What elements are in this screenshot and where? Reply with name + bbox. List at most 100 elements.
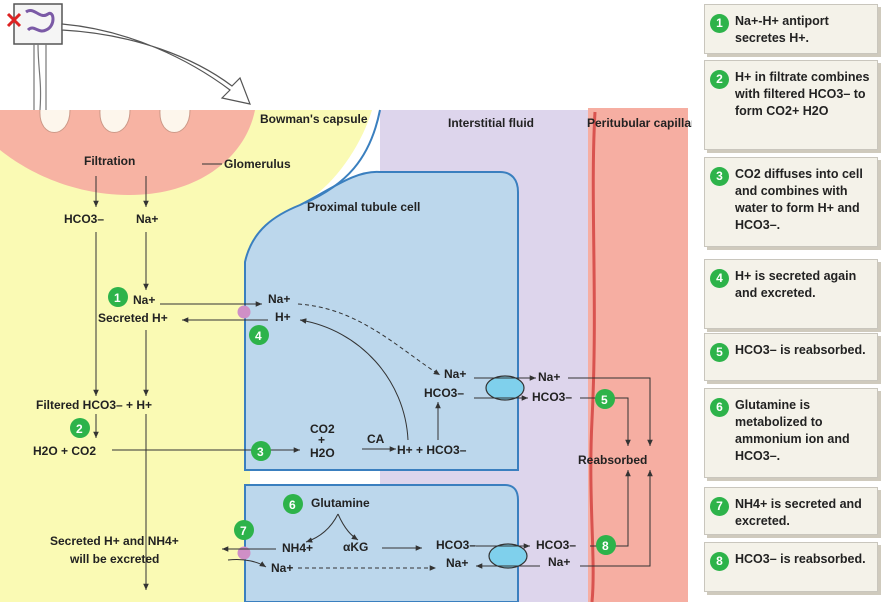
- svg-text:1: 1: [114, 291, 121, 305]
- na-filtrate-label: Na+: [136, 212, 158, 226]
- step-note-text: H+ is secreted again and excreted.: [735, 269, 857, 300]
- hco3-baso-label: HCO3–: [424, 386, 464, 400]
- svg-text:4: 4: [255, 329, 262, 343]
- nh4-na-lumen-label: Na+: [271, 561, 293, 575]
- h2o-co2-label: H2O + CO2: [33, 444, 96, 458]
- step-note-badge: 3: [710, 167, 729, 186]
- na-baso-label: Na+: [444, 367, 466, 381]
- glutamine-label: Glutamine: [311, 496, 370, 510]
- interstitial-fluid-label: Interstitial fluid: [448, 116, 534, 130]
- step-note-1: 1 Na+-H+ antiport secretes H+.: [704, 4, 878, 54]
- excreted-line1: Secreted H+ and NH4+: [50, 534, 179, 548]
- step-badge-7: 7: [234, 520, 254, 540]
- arrow-na-to-capillary: [568, 377, 653, 446]
- step-note-2: 2 H+ in filtrate combines with filtered …: [704, 60, 878, 150]
- step-badge-8: 8: [596, 535, 616, 555]
- nephron-tubule-sketch: [33, 43, 47, 111]
- akg-label: αKG: [343, 540, 368, 554]
- arrow-na-to-baso: [297, 303, 441, 376]
- secreted-h-label: Secreted H+: [98, 311, 168, 325]
- step-key-panel: 1 Na+-H+ antiport secretes H+. 2 H+ in f…: [692, 0, 890, 602]
- basolateral-transporter: [485, 375, 525, 401]
- na-lumen-label: Na+: [133, 293, 155, 307]
- peritubular-capillary: [588, 108, 688, 602]
- bowmans-capsule-label: Bowman's capsule: [260, 112, 368, 126]
- arrow-h-recycle: [299, 318, 409, 441]
- svg-text:3: 3: [257, 445, 264, 459]
- step-badge-4: 4: [249, 325, 269, 345]
- step-note-text: HCO3– is reabsorbed.: [735, 343, 866, 357]
- step-badge-2: 2: [70, 418, 90, 438]
- step-note-badge: 7: [710, 497, 729, 516]
- proximal-tubule-cell: [244, 170, 519, 471]
- bowmans-capsule-wall: [0, 110, 372, 602]
- na-interstitial-label: Na+: [538, 370, 560, 384]
- step-note-badge: 6: [710, 398, 729, 417]
- svg-text:6: 6: [289, 498, 296, 512]
- hco3-interstitial2-label: HCO3–: [536, 538, 576, 552]
- na-h-antiporter: [237, 305, 251, 319]
- hco3-baso2-label: HCO3–: [436, 538, 476, 552]
- h-cell-label: H+: [275, 310, 291, 324]
- svg-text:7: 7: [240, 524, 247, 538]
- step-note-badge: 4: [710, 269, 729, 288]
- svg-text:2: 2: [76, 422, 83, 436]
- capsule-outline: [304, 109, 381, 204]
- arrow-glutamine-akg: [337, 513, 359, 541]
- basolateral-transporter-2: [488, 543, 528, 569]
- capillary-wall: [589, 111, 597, 602]
- hco3-interstitial-label: HCO3–: [532, 390, 572, 404]
- arrow-na-from-capillary-2: [580, 470, 653, 567]
- step-note-badge: 1: [710, 14, 729, 33]
- step-note-badge: 2: [710, 70, 729, 89]
- nephron-thumbnail-frame: [13, 3, 63, 45]
- step-note-4: 4 H+ is secreted again and excreted.: [704, 259, 878, 329]
- red-marker-icon: [6, 12, 22, 28]
- arrow-glutamine-nh4: [305, 513, 339, 543]
- svg-text:5: 5: [601, 393, 608, 407]
- proximal-tubule-cell-2: [244, 484, 519, 602]
- step-note-text: Glutamine is metabolized to ammonium ion…: [735, 398, 850, 463]
- reabsorbed-label: Reabsorbed: [578, 453, 647, 467]
- nephron-thumbnail: [25, 9, 55, 33]
- step-badge-6: 6: [283, 494, 303, 514]
- step-note-badge: 8: [710, 552, 729, 571]
- step-note-badge: 5: [710, 343, 729, 362]
- step-badge-3: 3: [251, 441, 271, 461]
- glomerulus: [0, 110, 255, 195]
- plus-label: +: [318, 433, 325, 447]
- step-note-text: CO2 diffuses into cell and combines with…: [735, 167, 863, 232]
- arrow-na-in-lumen: [227, 559, 267, 568]
- step-note-5: 5 HCO3– is reabsorbed.: [704, 333, 878, 381]
- step-badge-5: 5: [595, 389, 615, 409]
- step-note-text: HCO3– is reabsorbed.: [735, 552, 866, 566]
- step-note-text: H+ in filtrate combines with filtered HC…: [735, 70, 870, 118]
- co2-label: CO2: [310, 422, 335, 436]
- svg-text:8: 8: [602, 539, 609, 553]
- diagram-canvas: Bowman's capsule Interstitial fluid Peri…: [0, 3, 692, 602]
- step-note-8: 8 HCO3– is reabsorbed.: [704, 542, 878, 592]
- hco3-filtrate-label: HCO3–: [64, 212, 104, 226]
- step-note-text: Na+-H+ antiport secretes H+.: [735, 14, 829, 45]
- proximal-tubule-cell-label: Proximal tubule cell: [307, 200, 420, 214]
- glomerulus-label: Glomerulus: [224, 157, 291, 171]
- h-plus-hco3-label: H+ + HCO3–: [397, 443, 467, 457]
- na-cell-label: Na+: [268, 292, 290, 306]
- h2o-label: H2O: [310, 446, 335, 460]
- step-note-text: NH4+ is secreted and excreted.: [735, 497, 862, 528]
- peritubular-capillary-label: Peritubular capillary: [587, 116, 692, 130]
- step-note-3: 3 CO2 diffuses into cell and combines wi…: [704, 157, 878, 247]
- step-note-7: 7 NH4+ is secreted and excreted.: [704, 487, 878, 535]
- nh4-cell-label: NH4+: [282, 541, 313, 555]
- filtration-label: Filtration: [84, 154, 135, 168]
- zoom-arrow: [61, 23, 251, 105]
- na-interstitial2-label: Na+: [548, 555, 570, 569]
- nh4-na-antiporter: [237, 546, 251, 560]
- ca-label: CA: [367, 432, 385, 446]
- filtered-hco3-h-label: Filtered HCO3– + H+: [36, 398, 152, 412]
- glomerulus-loops: [39, 109, 191, 133]
- excreted-line2: will be excreted: [69, 552, 159, 566]
- na-baso2-label: Na+: [446, 556, 468, 570]
- step-note-6: 6 Glutamine is metabolized to ammonium i…: [704, 388, 878, 478]
- step-badge-1: 1: [108, 287, 128, 307]
